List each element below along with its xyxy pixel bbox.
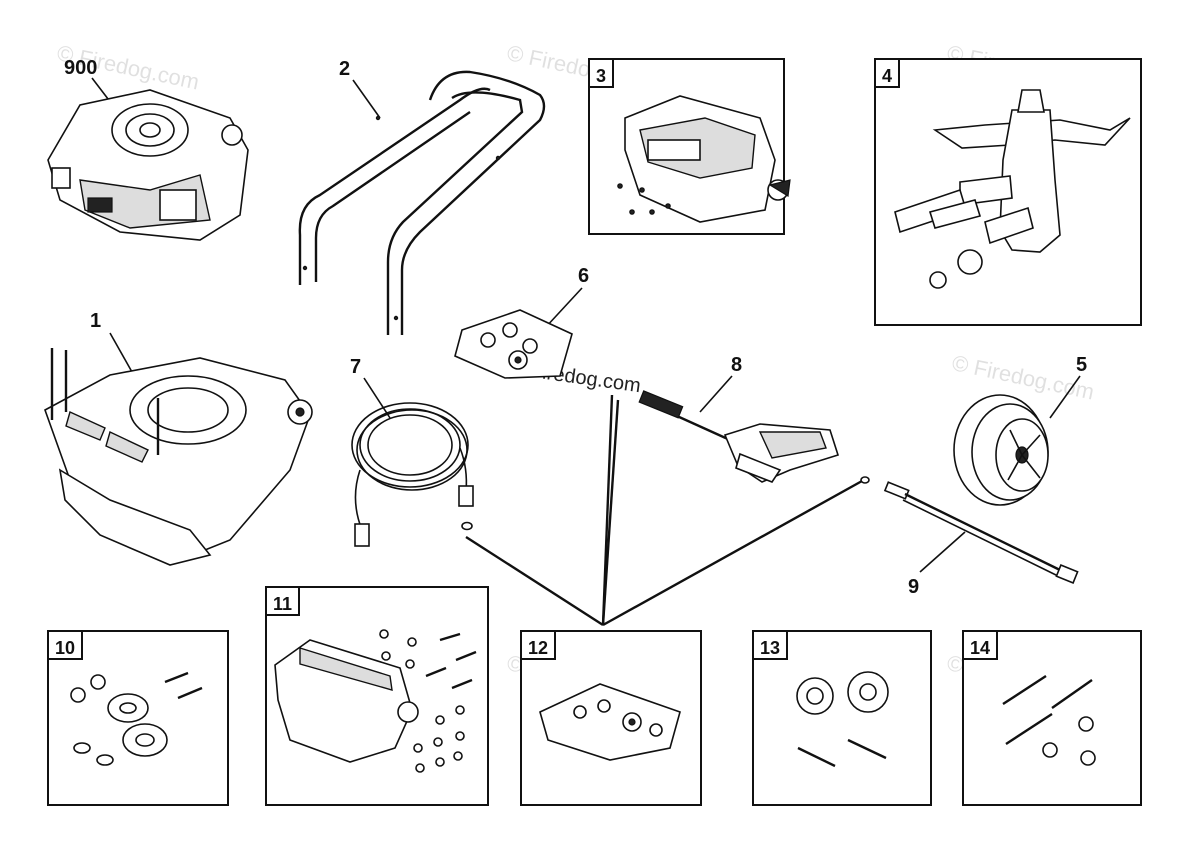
box-label-14: 14	[962, 630, 999, 660]
box-label-12: 12	[520, 630, 557, 660]
box-label-13: 13	[752, 630, 789, 660]
spray-gun-8	[638, 390, 840, 483]
box10-parts	[70, 671, 203, 766]
frame-1	[44, 348, 313, 566]
part-box-14: 14	[962, 630, 1142, 806]
callout-9: 9	[908, 576, 920, 598]
callout-2: 2	[339, 58, 351, 80]
box-label-3: 3	[588, 58, 615, 88]
callout-5: 5	[1076, 354, 1088, 376]
engine-900	[47, 89, 249, 241]
callout-1: 1	[90, 310, 102, 332]
pump-4	[894, 89, 1131, 289]
callout-900: 900	[64, 57, 98, 79]
part-box-13: 13	[752, 630, 932, 806]
handle-2	[298, 70, 546, 335]
box-label-10: 10	[47, 630, 84, 660]
part-box-4: 4	[874, 58, 1142, 326]
callout-6: 6	[578, 265, 590, 287]
wheel-5	[953, 394, 1049, 506]
box12-parts	[539, 683, 681, 761]
callout-7: 7	[350, 356, 362, 378]
box14-parts	[1002, 674, 1096, 766]
hose-7	[351, 402, 474, 547]
nozzle-kit-6	[454, 309, 573, 379]
box11-parts	[274, 629, 477, 773]
shroud-3	[617, 95, 791, 223]
box-label-4: 4	[874, 58, 901, 88]
box-label-11: 11	[265, 586, 301, 616]
callout-8: 8	[731, 354, 743, 376]
lance-9	[860, 476, 1079, 584]
box13-parts	[796, 671, 889, 768]
